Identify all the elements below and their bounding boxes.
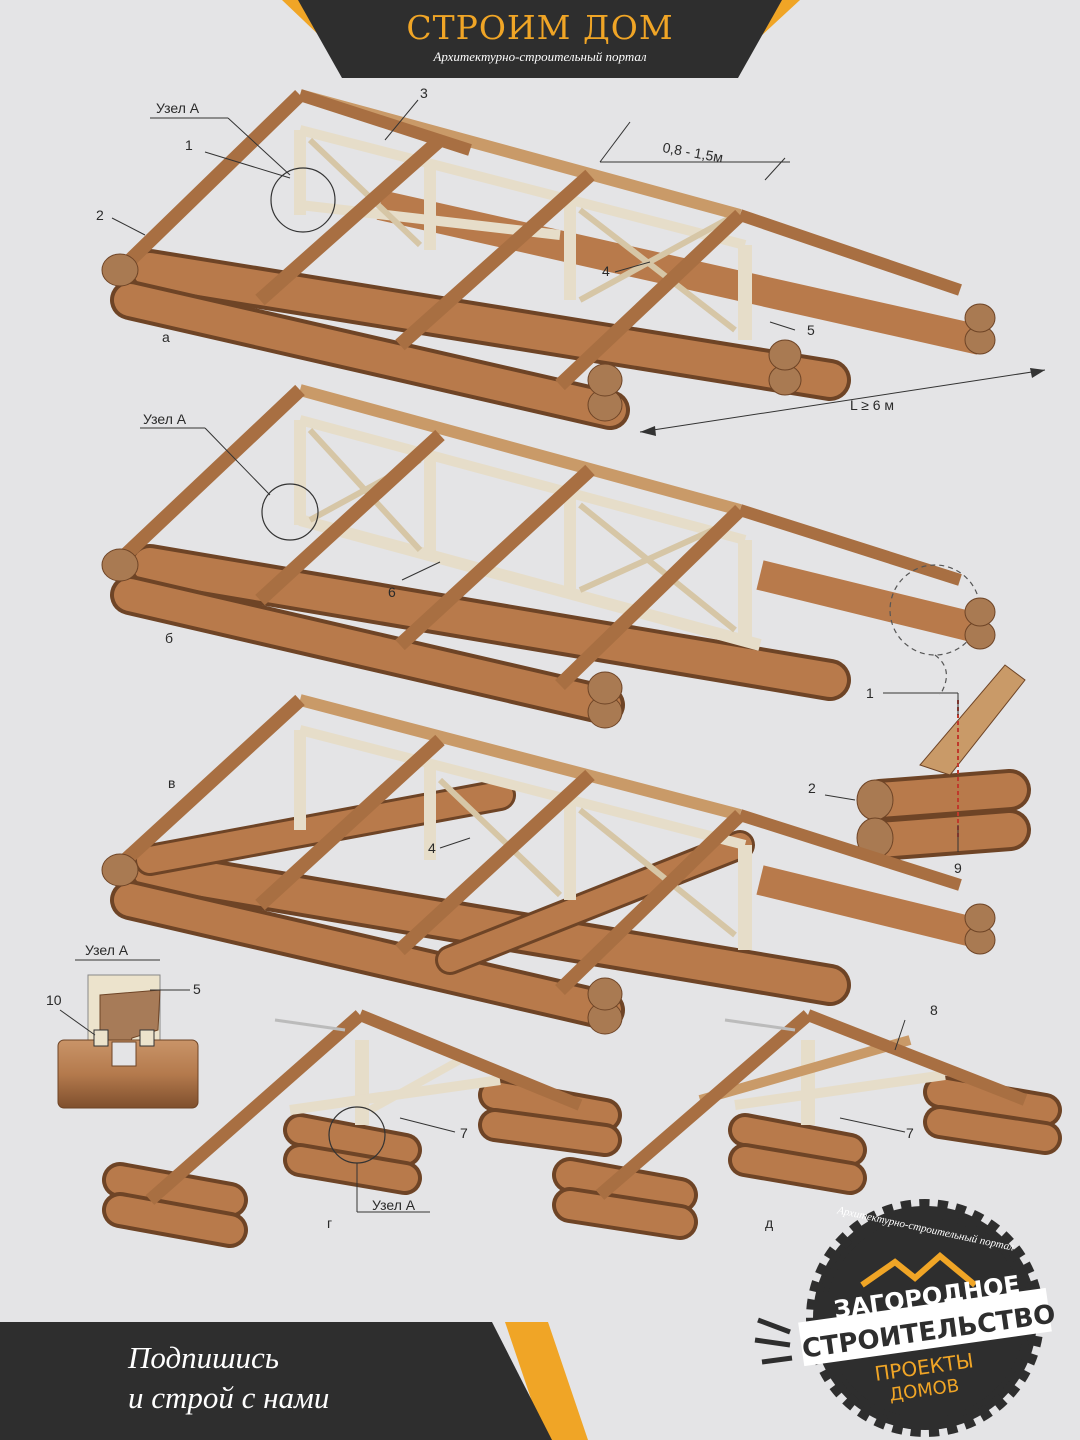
variant-label-g: г: [327, 1215, 332, 1231]
callout-2-a: 2: [96, 207, 104, 223]
truss-variant-a: [101, 89, 996, 430]
variant-label-a: а: [162, 329, 170, 345]
site-title: СТРОИМ ДОМ: [406, 8, 674, 47]
variant-label-b: б: [165, 630, 173, 646]
callout-5-a: 5: [807, 322, 815, 338]
cta-line-1: Подпишись: [128, 1340, 279, 1375]
callout-9-detail: 9: [954, 860, 962, 876]
site-subtitle: Архитектурно-строительный портал: [433, 49, 647, 64]
badge-logo: Архитектурно-строительный портал ЗАГОРОД…: [754, 1199, 1057, 1437]
callout-1-detail: 1: [866, 685, 874, 701]
badge-house-icon: [860, 1252, 977, 1288]
callout-4-a: 4: [602, 263, 610, 279]
node-a-label-a: Узел А: [156, 100, 200, 116]
header-banner: [298, 0, 782, 78]
footer-accent: [505, 1322, 588, 1440]
callout-4-v: 4: [428, 840, 436, 856]
variant-label-v: в: [168, 775, 175, 791]
callout-leaders: [59, 99, 959, 1133]
badge-stripe-banner: [798, 1287, 1052, 1367]
cta-line-2: и строй с нами: [128, 1380, 330, 1415]
callout-5-section: 5: [193, 981, 201, 997]
callout-10-section: 10: [46, 992, 62, 1008]
node-a-label-g: Узел А: [372, 1197, 416, 1213]
callout-7-d: 7: [906, 1125, 914, 1141]
footer-banner: [0, 1322, 552, 1440]
truss-variant-g: [102, 1009, 622, 1248]
badge-spark-icon: [754, 1317, 793, 1365]
dimension-lines: [599, 121, 1046, 436]
span-label: L ≥ 6 м: [850, 397, 894, 413]
header: СТРОИМ ДОМ Архитектурно-строительный пор…: [300, 0, 780, 78]
truss-variant-v: [101, 694, 996, 1035]
truss-variant-d: [552, 1009, 1062, 1240]
callout-2-detail: 2: [808, 780, 816, 796]
truss-variant-b: [101, 384, 996, 729]
callout-7-g: 7: [460, 1125, 468, 1141]
callout-1-a: 1: [185, 137, 193, 153]
callout-8-d: 8: [930, 1002, 938, 1018]
variant-label-d: д: [765, 1215, 773, 1231]
node-a-section: [57, 959, 199, 1109]
node-a-label-b: Узел А: [143, 411, 187, 427]
node-a-label-section: Узел А: [85, 942, 129, 958]
callout-3-a: 3: [420, 85, 428, 101]
callout-6-b: 6: [388, 584, 396, 600]
rafter-log-detail: [856, 664, 1031, 861]
